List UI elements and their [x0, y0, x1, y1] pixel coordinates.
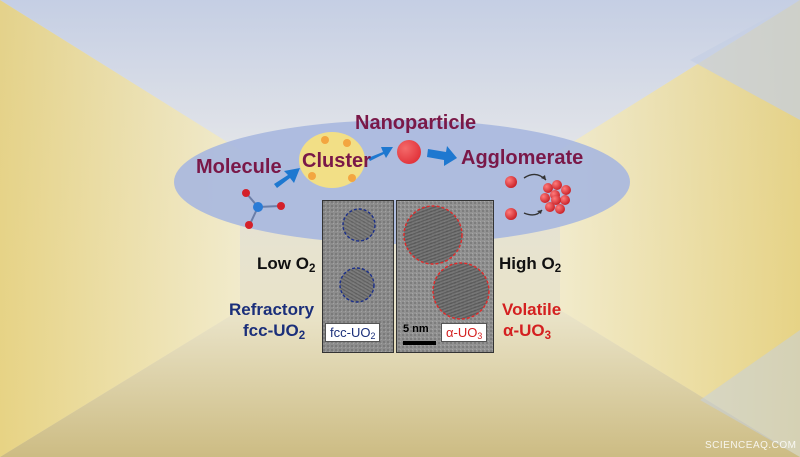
low-o2-label: Low O2 [257, 254, 316, 275]
refractory-label: Refractory [229, 300, 315, 319]
cluster-label: Cluster [302, 150, 371, 172]
fcc-uo2-label: fcc-UO2 [243, 321, 306, 342]
molecule-icon [242, 189, 285, 229]
nanoparticle-icon [397, 140, 421, 164]
nanoparticle-label: Nanoparticle [355, 112, 477, 134]
tem-image-fcc-uo2: fcc-UO2 [322, 200, 394, 353]
high-o2-label: High O2 [499, 254, 562, 275]
agglomerate-icon [505, 173, 571, 220]
tem-caption-fcc-uo2: fcc-UO2 [325, 323, 381, 342]
cluster-icon [299, 132, 365, 188]
scale-bar [403, 341, 436, 345]
arrow-cluster-to-nanoparticle-icon [368, 147, 393, 161]
molecule-label: Molecule [196, 156, 282, 178]
tem-caption-alpha-uo3: α-UO3 [441, 323, 488, 342]
agglomerate-label: Agglomerate [461, 147, 584, 169]
tem-image-alpha-uo3: 5 nm α-UO3 [396, 200, 494, 353]
scale-bar-label: 5 nm [403, 323, 429, 335]
watermark: SCIENCEAQ.COM [705, 440, 797, 451]
arrow-molecule-to-cluster-icon [274, 168, 300, 188]
arrow-nanoparticle-to-agglomerate-icon [427, 146, 457, 166]
alpha-uo3-label: α-UO3 [503, 321, 552, 342]
volatile-label: Volatile [502, 300, 562, 319]
